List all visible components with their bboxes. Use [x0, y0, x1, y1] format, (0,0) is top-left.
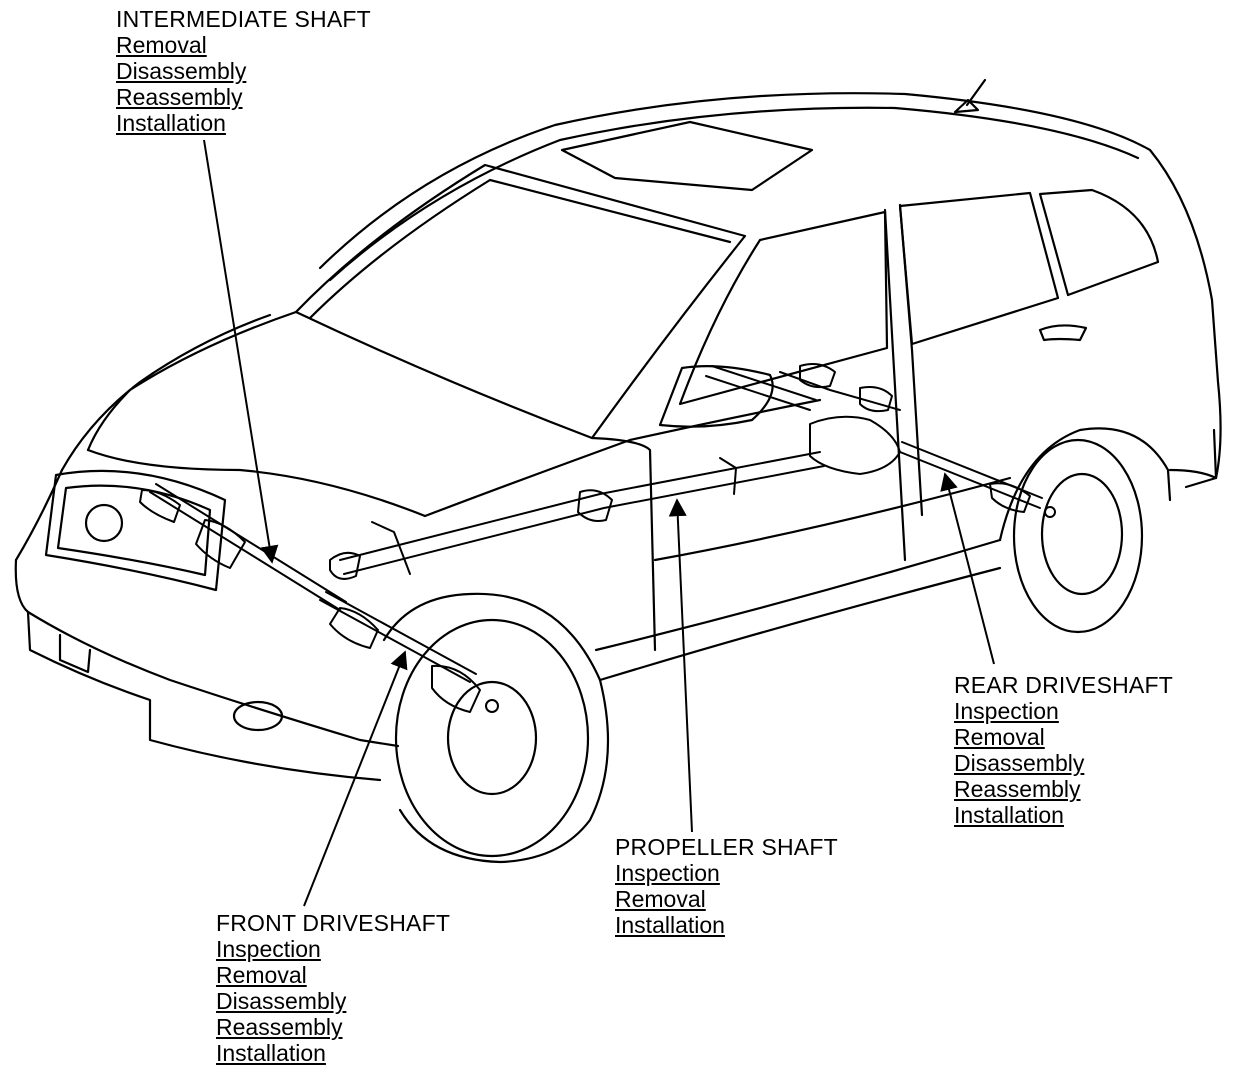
intermediate-shaft-callout: INTERMEDIATE SHAFT Removal Disassembly R… [116, 6, 371, 136]
front-driveshaft-leader [303, 650, 408, 907]
front-driveshaft-removal-link[interactable]: Removal [216, 962, 307, 988]
front-driveshaft-disassembly-link[interactable]: Disassembly [216, 988, 347, 1014]
front-driveshaft-reassembly-link[interactable]: Reassembly [216, 1014, 343, 1040]
front-driveshaft-inspection-link[interactable]: Inspection [216, 936, 321, 962]
intermediate-shaft-title: INTERMEDIATE SHAFT [116, 6, 371, 32]
rear-driveshaft-reassembly-link[interactable]: Reassembly [954, 776, 1081, 802]
rear-driveshaft-callout: REAR DRIVESHAFT Inspection Removal Disas… [954, 672, 1173, 828]
rear-driveshaft-leader [940, 472, 995, 665]
intermediate-shaft-disassembly-link[interactable]: Disassembly [116, 58, 247, 84]
propeller-shaft-callout: PROPELLER SHAFT Inspection Removal Insta… [615, 834, 838, 938]
front-driveshaft-installation-link[interactable]: Installation [216, 1040, 326, 1066]
vehicle-body-outline [14, 78, 1222, 864]
rear-driveshaft-installation-link[interactable]: Installation [954, 802, 1064, 828]
rear-driveshaft-inspection-link[interactable]: Inspection [954, 698, 1059, 724]
propeller-shaft-installation-link[interactable]: Installation [615, 912, 725, 938]
front-driveshaft-callout: FRONT DRIVESHAFT Inspection Removal Disa… [216, 910, 450, 1066]
front-driveshaft-title: FRONT DRIVESHAFT [216, 910, 451, 936]
intermediate-shaft-installation-link[interactable]: Installation [116, 110, 226, 136]
rear-driveshaft-disassembly-link[interactable]: Disassembly [954, 750, 1085, 776]
propeller-shaft-removal-link[interactable]: Removal [615, 886, 706, 912]
leader-lines [203, 139, 995, 907]
propeller-shaft-leader [668, 498, 693, 833]
intermediate-shaft-leader [203, 139, 279, 564]
propeller-shaft-title: PROPELLER SHAFT [615, 834, 838, 860]
intermediate-shaft-removal-link[interactable]: Removal [116, 32, 207, 58]
rear-driveshaft-title: REAR DRIVESHAFT [954, 672, 1173, 698]
intermediate-shaft-reassembly-link[interactable]: Reassembly [116, 84, 243, 110]
propeller-shaft-inspection-link[interactable]: Inspection [615, 860, 720, 886]
drivetrain-components [139, 363, 1056, 713]
rear-driveshaft-removal-link[interactable]: Removal [954, 724, 1045, 750]
